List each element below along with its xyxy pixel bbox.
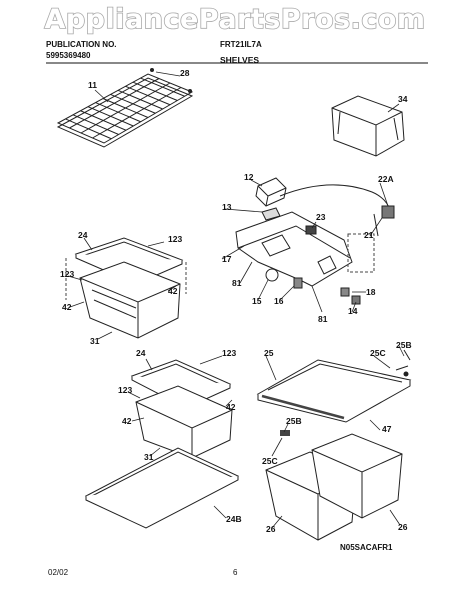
damper-part: [340, 287, 350, 297]
callout-25: 25: [264, 348, 274, 358]
wire-harness-part: [279, 184, 391, 211]
callout-24B: 24B: [226, 514, 242, 524]
callout-25C: 25C: [262, 456, 278, 466]
publication-label: PUBLICATION NO.: [46, 40, 117, 49]
callout-123: 123: [118, 385, 132, 395]
callout-13: 13: [222, 202, 232, 212]
shelf-end-cap: [280, 430, 290, 436]
shelf-clip-part: [188, 89, 192, 93]
callout-16: 16: [274, 296, 284, 306]
thermostat-part: [261, 207, 281, 221]
callout-25C: 25C: [370, 348, 386, 358]
section-title: SHELVES: [220, 55, 260, 65]
callout-42: 42: [168, 286, 178, 296]
light-bulb-part: [265, 268, 279, 282]
callout-31: 31: [144, 452, 154, 462]
wire-shelf: [56, 73, 194, 148]
callout-23: 23: [316, 212, 326, 222]
watermark-logo: AppliancePartsPros.com: [44, 3, 426, 36]
publication-number: 5995369480: [46, 51, 91, 60]
callout-24: 24: [78, 230, 88, 240]
callout-22A: 22A: [378, 174, 394, 184]
callout-123: 123: [60, 269, 74, 279]
callout-123: 123: [222, 348, 236, 358]
door-bin-part: [331, 95, 405, 157]
callout-34: 34: [398, 94, 408, 104]
light-shield-part: [255, 177, 287, 207]
callout-42: 42: [62, 302, 72, 312]
callout-15: 15: [252, 296, 262, 306]
callout-11: 11: [88, 80, 97, 90]
footer-date: 02/02: [48, 568, 69, 577]
model-number: FRT21IL7A: [220, 40, 262, 49]
callout-26: 26: [398, 522, 408, 532]
callout-25B: 25B: [396, 340, 412, 350]
callout-47: 47: [382, 424, 392, 434]
callout-28: 28: [180, 68, 190, 78]
callout-42: 42: [226, 402, 236, 412]
callout-26: 26: [266, 524, 276, 534]
callout-81: 81: [318, 314, 328, 324]
control-housing-part: [235, 211, 353, 287]
crisper-drawer-upper: [79, 261, 181, 339]
callout-17: 17: [222, 254, 232, 264]
callout-42: 42: [122, 416, 132, 426]
figure-code: N05SACAFR1: [340, 543, 393, 552]
switch-part: [381, 205, 395, 219]
callout-12: 12: [244, 172, 254, 182]
callout-14: 14: [348, 306, 358, 316]
callout-123: 123: [168, 234, 182, 244]
page-number: 6: [233, 568, 238, 577]
callout-21: 21: [364, 230, 374, 240]
socket-part: [293, 277, 303, 289]
crisper-drawer-lower: [135, 385, 233, 459]
callout-31: 31: [90, 336, 100, 346]
callout-25B: 25B: [286, 416, 302, 426]
pan-cover-frame: [84, 447, 240, 529]
callout-81: 81: [232, 278, 242, 288]
crisper-pan-right: [311, 433, 403, 519]
shelf-clip-part: [150, 68, 154, 72]
screw-part: [351, 295, 361, 305]
callout-24: 24: [136, 348, 146, 358]
callout-18: 18: [366, 287, 376, 297]
glass-shelf: [256, 359, 412, 423]
